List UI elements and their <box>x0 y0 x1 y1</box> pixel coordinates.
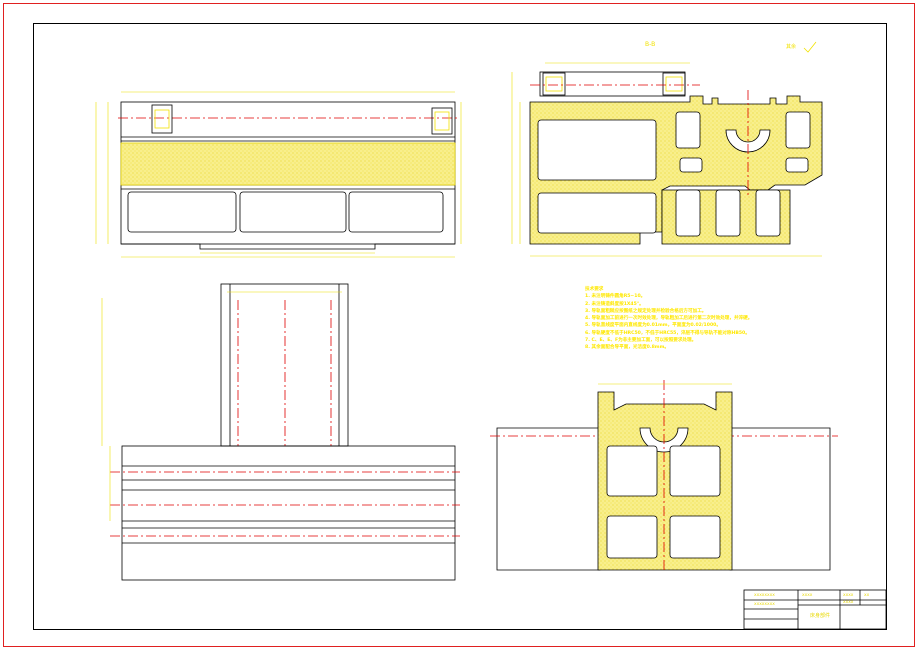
section-label: B-B <box>645 41 656 48</box>
outer-border <box>3 3 915 647</box>
tech-req-8: 8. 其余面配合导平面，光洁度0.8mm。 <box>585 345 669 351</box>
drawing-frame <box>33 23 887 630</box>
front-view <box>95 91 462 258</box>
roughness-note: 其余 <box>786 44 797 50</box>
title-block-cell-2: XXXX <box>843 592 854 597</box>
technical-requirements: 技术要求 1. 未注明铸件圆角R5~10。 2. 未注铸造斜度按1X45°。 3… <box>585 286 845 352</box>
plan-view <box>101 283 460 581</box>
tech-req-7: 7. C、E、E、F为非主要加工面，可以按照要求处理。 <box>585 338 697 344</box>
tech-req-6: 6. 导轨硬度不低于HRC50，不低于HRC55，淬层不得与导轨不能对称HB50… <box>585 330 750 336</box>
title-block-cell-1: XXXX <box>802 592 813 597</box>
tech-req-1: 1. 未注明铸件圆角R5~10。 <box>585 294 646 300</box>
title-block <box>743 589 887 630</box>
tech-req-3: 3. 导轨面粗糙应按图纸之规定处理并检验合格后方可加工。 <box>585 308 707 314</box>
title-block-company-2: XXXXXXXX <box>754 601 775 606</box>
title-block-cell-4: XXXX <box>843 599 854 604</box>
technical-requirements-title: 技术要求 <box>585 287 604 292</box>
title-block-company-1: XXXXXXXX <box>754 592 775 597</box>
tech-req-2: 2. 未注铸造斜度按1X45°。 <box>585 301 644 307</box>
section-view <box>511 41 823 257</box>
end-view <box>490 380 838 571</box>
tech-req-5: 5. 导轨直线度平面内直线度为0.01mm，平面度为0.02/1000。 <box>585 323 721 329</box>
title-block-part-name: 床身部件 <box>810 613 831 619</box>
title-block-cell-3: XX <box>864 592 870 597</box>
tech-req-4: 4. 导轨面加工前进行一次时效处理，导轨粗加工后进行第二次时效处理，并淬硬。 <box>585 316 753 322</box>
